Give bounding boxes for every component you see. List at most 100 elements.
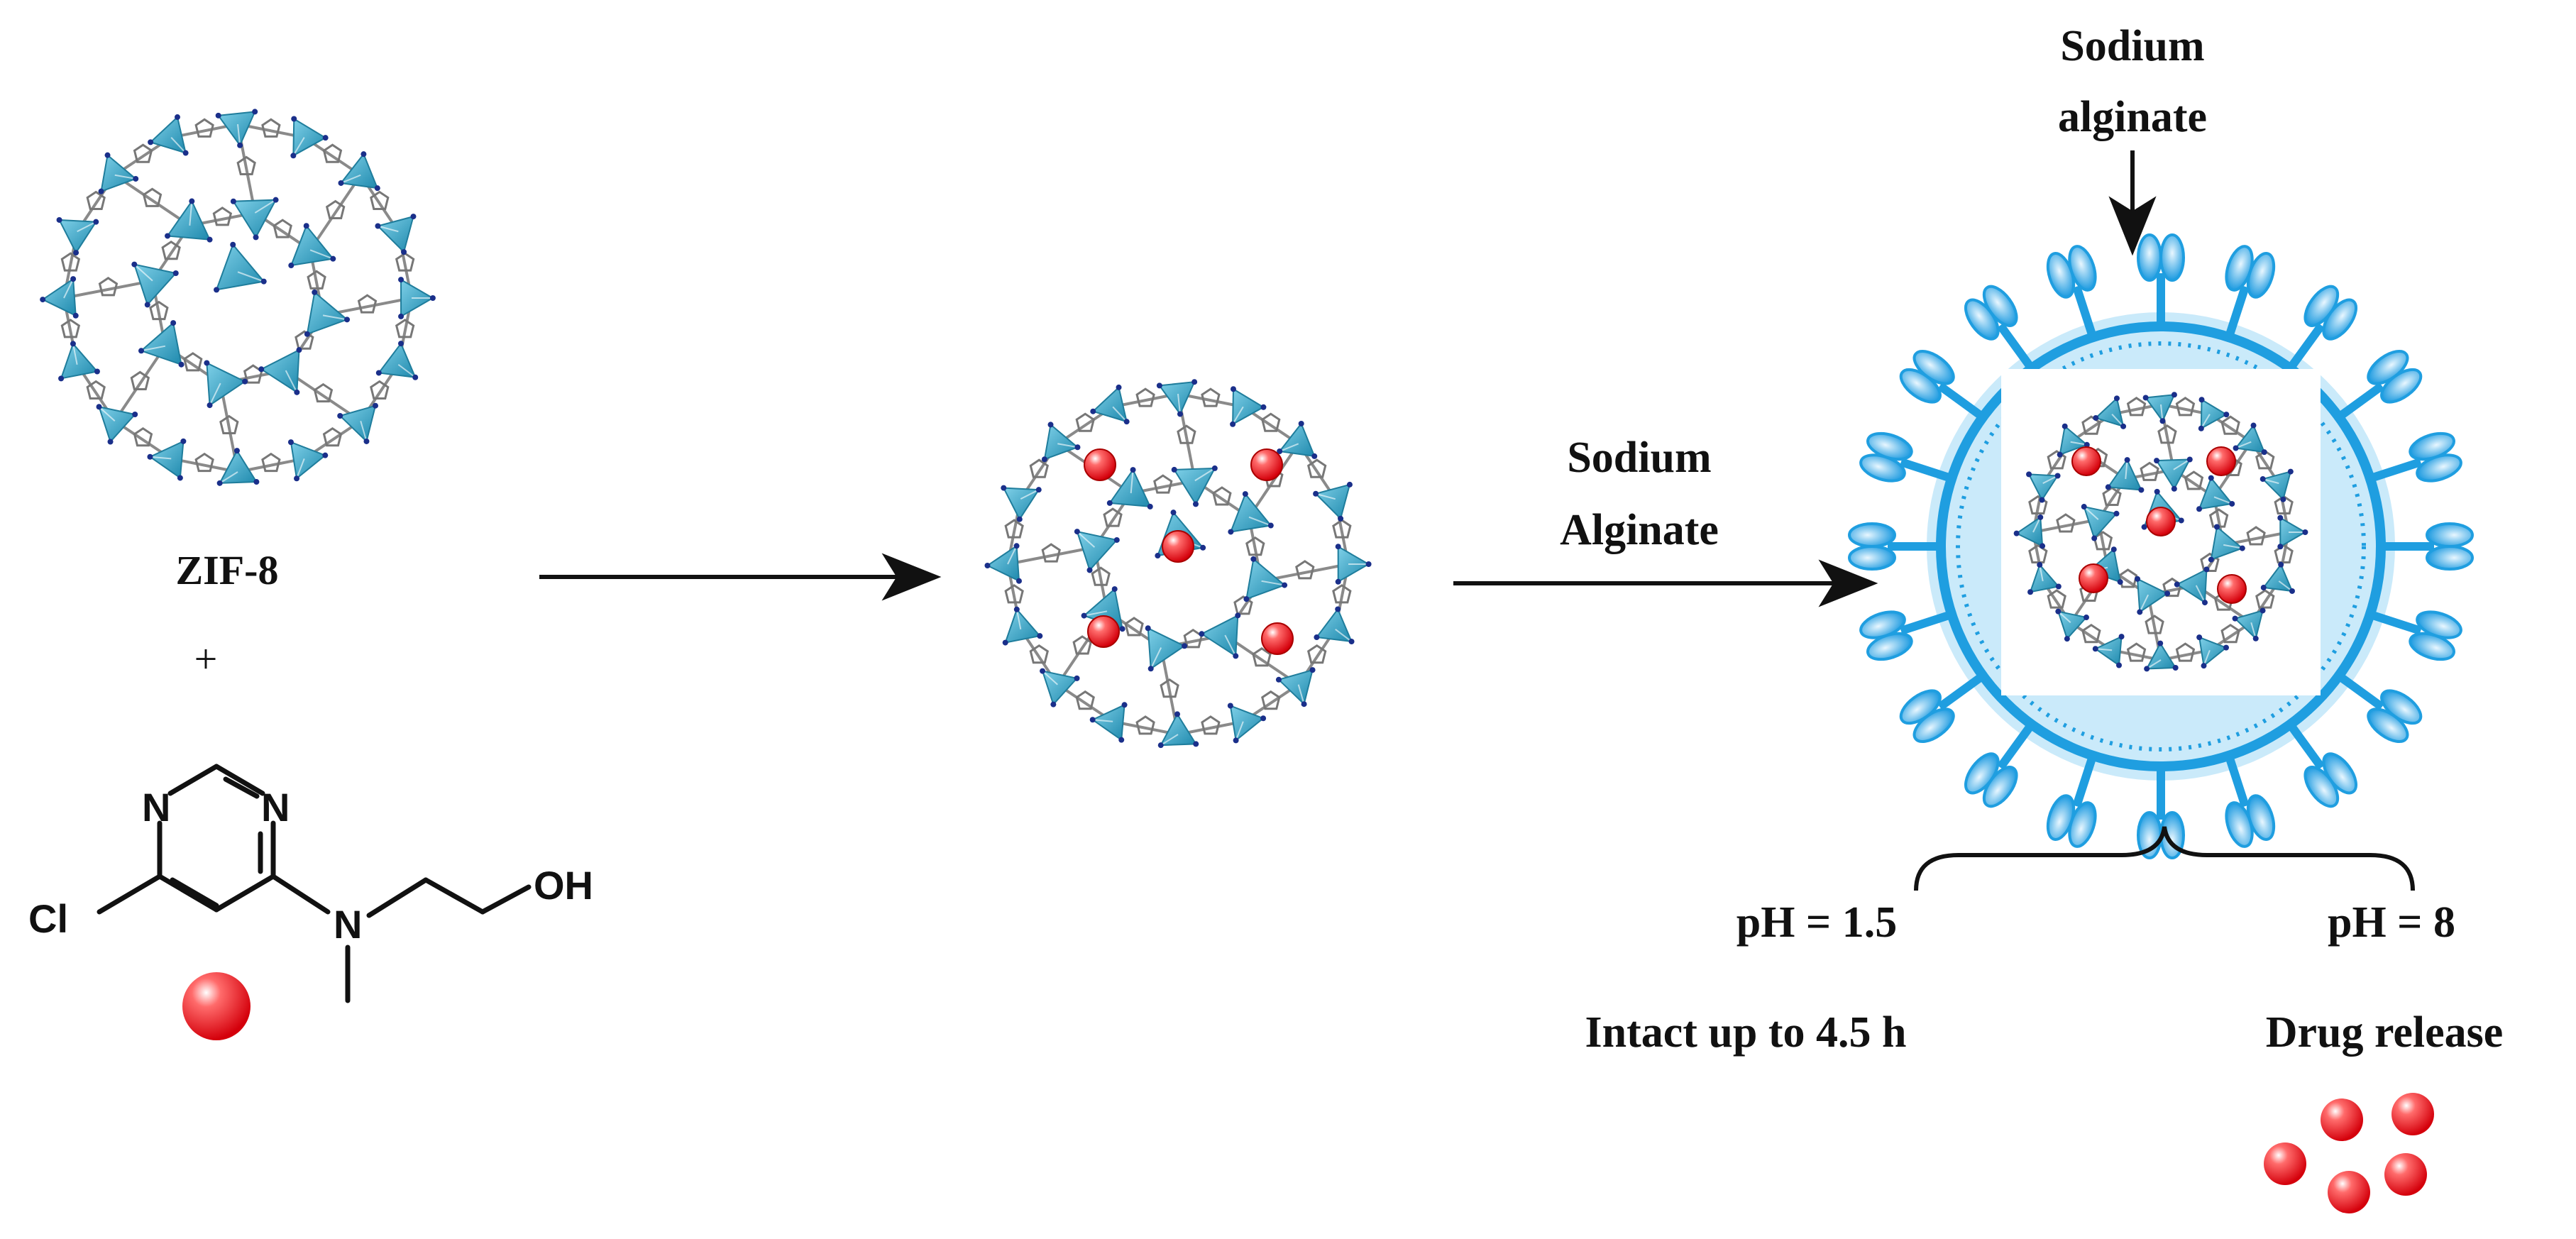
encapsulated-drug: [2146, 507, 2176, 536]
tetra-edge: [170, 136, 187, 154]
n-atom: [2196, 506, 2203, 512]
n-atom: [294, 475, 300, 482]
tetra-edge: [1020, 489, 1040, 500]
n-atom: [1171, 466, 1177, 473]
alginate-stalk: [2225, 285, 2250, 339]
tetra-edge: [2213, 496, 2233, 505]
n-atom: [178, 361, 185, 368]
pod-lobe: [2380, 368, 2423, 404]
alginate-stalk: [2368, 610, 2423, 635]
tetra-edge: [2223, 544, 2242, 549]
n-atom: [2233, 445, 2239, 451]
n-atom: [2138, 487, 2145, 493]
n-atom: [1211, 465, 1218, 471]
n-atom: [1199, 631, 1205, 637]
tetra-edge: [378, 225, 399, 233]
n-atom: [1192, 501, 1199, 507]
pod-lobe: [1848, 545, 1896, 571]
n-atom: [401, 249, 407, 255]
n-atom: [312, 289, 318, 295]
released-drug: [2328, 1171, 2370, 1213]
pod-lobe: [2426, 545, 2474, 571]
imidazolate-linker: [114, 345, 167, 422]
n-atom: [1174, 711, 1181, 717]
imidazole-ring: [2093, 531, 2113, 551]
imidazolate-linker: [63, 279, 153, 299]
imidazole-ring: [307, 270, 326, 290]
n-atom: [2259, 607, 2266, 614]
zn-tetrahedron: [1314, 483, 1351, 520]
zn-tetrahedron: [218, 449, 258, 484]
ring-bond: [157, 874, 219, 913]
n-atom: [204, 360, 210, 366]
n-atom: [1338, 515, 1344, 522]
sodium-alginate-arrow-line2: Alginate: [1560, 506, 1719, 554]
atom-n-left: N: [142, 785, 171, 830]
tetra-edge: [1235, 721, 1244, 741]
tetra-edge: [150, 456, 172, 460]
alginate-stalk: [2286, 722, 2325, 770]
imidazole-ring: [2140, 461, 2159, 481]
imidazole-ring: [370, 190, 390, 211]
zn-tetrahedron: [41, 277, 77, 317]
imidazole-ring: [370, 380, 390, 400]
n-atom: [2137, 609, 2143, 615]
n-atom: [1090, 408, 1096, 414]
atom-cl: Cl: [28, 896, 68, 941]
n-atom: [2280, 496, 2286, 502]
alginate-pod: [2303, 285, 2358, 341]
imidazole-ring: [149, 300, 169, 321]
imidazole-ring: [2126, 642, 2147, 662]
n-atom: [397, 341, 404, 347]
alginate-stalk: [1937, 382, 1986, 421]
n-atom: [1182, 643, 1188, 649]
intact-label: Intact up to 4.5 h: [1585, 1008, 1907, 1057]
imidazole-ring: [2157, 424, 2177, 444]
n-atom: [253, 234, 259, 241]
pod-lobe: [2367, 707, 2409, 744]
zn-tetrahedron: [2261, 470, 2292, 501]
encapsulated-drug: [2217, 574, 2247, 604]
ring-bond: [214, 874, 276, 913]
imidazole-ring: [2255, 589, 2275, 609]
imidazolate-linker: [1007, 546, 1095, 566]
pod-lobe: [2416, 453, 2462, 483]
n-atom: [304, 331, 310, 337]
tetra-edge: [63, 278, 75, 299]
released-drug-particles: [2264, 1093, 2434, 1213]
n-atom: [1235, 612, 1241, 619]
tetra-edge: [1194, 468, 1216, 482]
zn-tetrahedron: [1043, 423, 1079, 461]
n-atom: [2013, 530, 2020, 536]
alginate-coated-particle: [1848, 233, 2474, 859]
n-atom: [1147, 666, 1154, 672]
zn-tetrahedron: [377, 342, 417, 378]
zn-tetrahedron: [1004, 607, 1042, 644]
n-atom: [1313, 490, 1319, 497]
n-atom: [98, 188, 104, 194]
pod-lobe: [2046, 794, 2076, 841]
zn-tetrahedron: [1315, 607, 1353, 643]
n-atom: [260, 278, 267, 285]
imidazole-ring: [357, 294, 378, 314]
n-atom: [177, 475, 183, 481]
imidazole-ring: [2102, 486, 2122, 507]
n-atom: [1111, 586, 1118, 593]
n-atom: [144, 302, 150, 308]
n-atom: [398, 313, 404, 319]
sodium-alginate-arrow-line1: Sodium: [1567, 434, 1712, 482]
chain-bond: [480, 884, 532, 915]
chain-bond: [366, 877, 429, 918]
tetra-edge: [189, 201, 193, 226]
imidazole-ring: [1177, 424, 1196, 444]
alginate-pod: [2367, 689, 2423, 744]
tetra-edge: [77, 221, 97, 233]
zn-tetrahedron: [2233, 610, 2264, 640]
tetra-edge: [2173, 458, 2191, 470]
n-atom: [412, 374, 419, 380]
atom-n-right: N: [261, 785, 290, 830]
n-atom: [2081, 504, 2087, 510]
encapsulated-drug: [1261, 622, 1294, 655]
n-atom: [1074, 529, 1080, 535]
